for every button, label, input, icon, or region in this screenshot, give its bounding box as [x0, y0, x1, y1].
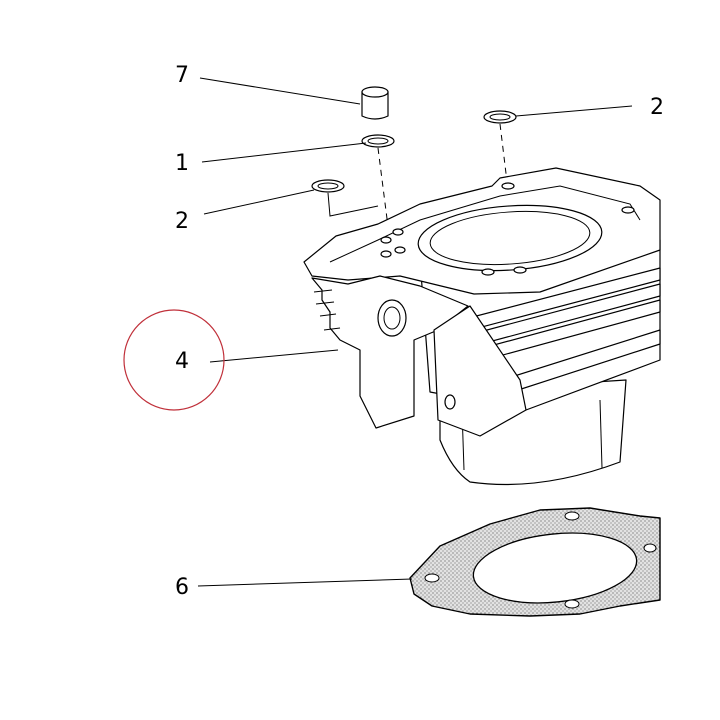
- callout-part-4[interactable]: 4: [175, 349, 189, 374]
- callout-part-2-left[interactable]: 2: [175, 209, 189, 234]
- cylinder-block: [303, 167, 661, 486]
- callout-part-2-right[interactable]: 2: [650, 95, 664, 120]
- callout-part-6[interactable]: 6: [175, 575, 189, 600]
- leader-part-7: [199, 77, 361, 105]
- base-gasket: [409, 507, 661, 617]
- callout-part-1[interactable]: 1: [175, 151, 189, 176]
- leader-part-1: [201, 142, 367, 163]
- o-ring-part-2-right: [483, 110, 517, 124]
- dowel-bushing: [361, 86, 389, 120]
- leader-lines: [197, 77, 633, 587]
- leader-part-6: [197, 578, 413, 587]
- highlight-circle: [123, 309, 225, 411]
- leader-part-4: [209, 349, 339, 363]
- leader-part-2-right: [515, 105, 633, 117]
- callout-part-7[interactable]: 7: [175, 63, 189, 88]
- o-ring-part-2-left: [311, 179, 345, 193]
- leader-part-2-left: [203, 189, 315, 215]
- o-ring-part-1: [361, 134, 395, 148]
